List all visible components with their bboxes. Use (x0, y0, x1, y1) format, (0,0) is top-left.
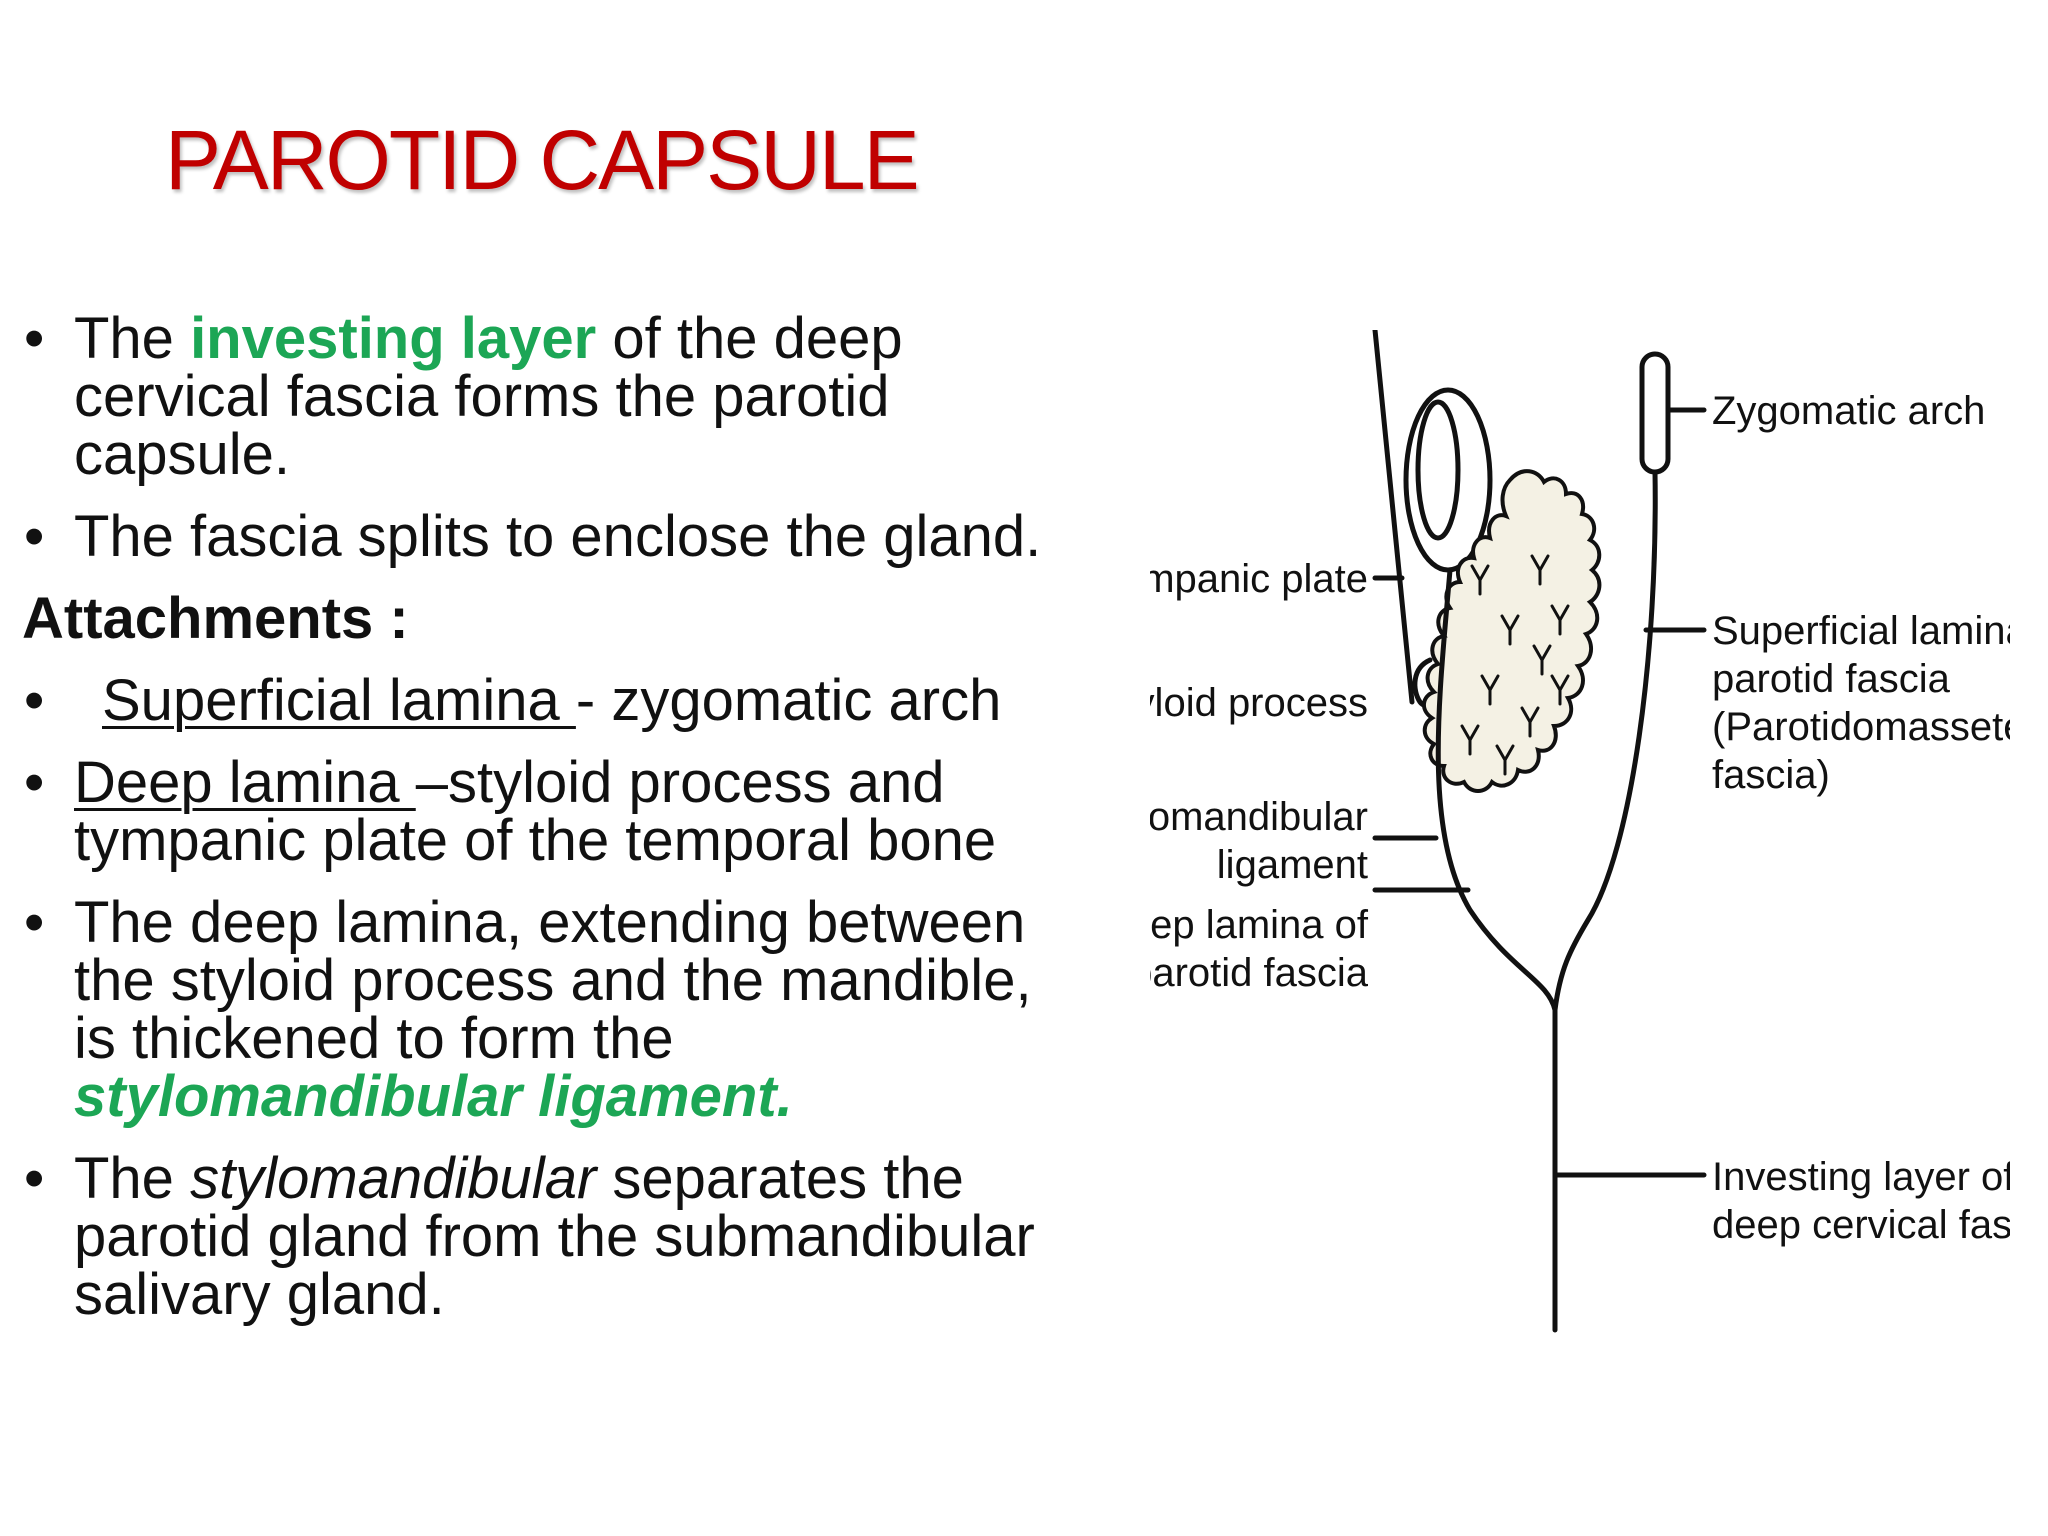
stylomandibular-ligament-highlight: stylomandibular ligament. (74, 1064, 793, 1129)
bullet-marker: • (24, 306, 45, 371)
bullet-marker: • (24, 668, 45, 733)
label-deep-lamina-2: parotid fascia (1150, 951, 1369, 995)
bullet-separation: • The stylomandibular separates the paro… (18, 1150, 1078, 1324)
zygomatic-arch-shape (1639, 351, 1671, 475)
bullet-marker: • (24, 750, 45, 815)
label-styloid-process: Styloid process (1150, 681, 1368, 725)
label-deep-lamina-1: Deep lamina of (1150, 903, 1369, 947)
investing-layer-highlight: investing layer (190, 306, 597, 371)
bullet-text: –styloid process and tympanic plate of t… (74, 750, 997, 873)
deep-lamina-term: Deep lamina (74, 750, 416, 815)
bullet-marker: • (24, 890, 45, 955)
deep-lamina-line (1435, 567, 1558, 1013)
superficial-lamina-term: Superficial lamina (102, 668, 576, 733)
bullet-marker: • (24, 1146, 45, 1211)
bullet-superficial-lamina: • Superficial lamina - zygomatic arch (18, 672, 1078, 730)
bullet-text: The fascia splits to enclose the gland. (74, 504, 1042, 569)
tympanic-plate-inner (1415, 399, 1461, 541)
bullet-fascia-splits: • The fascia splits to enclose the gland… (18, 508, 1078, 566)
label-zygomatic-arch: Zygomatic arch (1712, 389, 1985, 433)
label-tympanic-plate: Tympanic plate (1150, 557, 1368, 601)
bullet-investing-layer: • The investing layer of the deep cervic… (18, 310, 1078, 484)
parotid-gland-shape (1422, 469, 1602, 793)
attachments-heading: Attachments : (22, 586, 409, 651)
bullet-marker: • (24, 504, 45, 569)
parotid-capsule-diagram: Zygomatic arch Tympanic plate Styloid pr… (1150, 330, 2010, 1333)
label-investing-1: Investing layer of (1712, 1155, 2010, 1199)
label-superficial-4: fascia) (1712, 753, 1830, 797)
superficial-lamina-line (1552, 469, 1658, 1013)
gland-lobule-marks (1460, 554, 1570, 776)
label-superficial-2: parotid fascia (1712, 657, 1951, 701)
bullet-text: The (74, 306, 191, 371)
bullet-text: The deep lamina, extending between the s… (74, 890, 1032, 1071)
stylomandibular-italic: stylomandibular (190, 1146, 597, 1211)
styloid-leader (1372, 330, 1415, 705)
bullet-text: - zygomatic arch (575, 668, 1002, 733)
label-stylomandibular-2: ligament (1217, 843, 1368, 887)
label-investing-2: deep cervical fascia (1712, 1203, 2010, 1247)
bullet-list: • The investing layer of the deep cervic… (18, 310, 1078, 1348)
bullet-text: The (74, 1146, 191, 1211)
bullet-stylomandibular-ligament: • The deep lamina, extending between the… (18, 894, 1078, 1126)
label-superficial-1: Superficial lamina of (1712, 609, 2010, 653)
slide-title: PAROTID CAPSULE (165, 113, 920, 207)
label-stylomandibular-1: Stylomandibular (1150, 795, 1368, 839)
bullet-deep-lamina: • Deep lamina –styloid process and tympa… (18, 754, 1078, 870)
bullet-text: of the deep cervical fascia forms the pa… (74, 306, 903, 487)
label-superficial-3: (Parotidomasseteric (1712, 705, 2010, 749)
bullet-text: separates the parotid gland from the sub… (74, 1146, 1035, 1327)
